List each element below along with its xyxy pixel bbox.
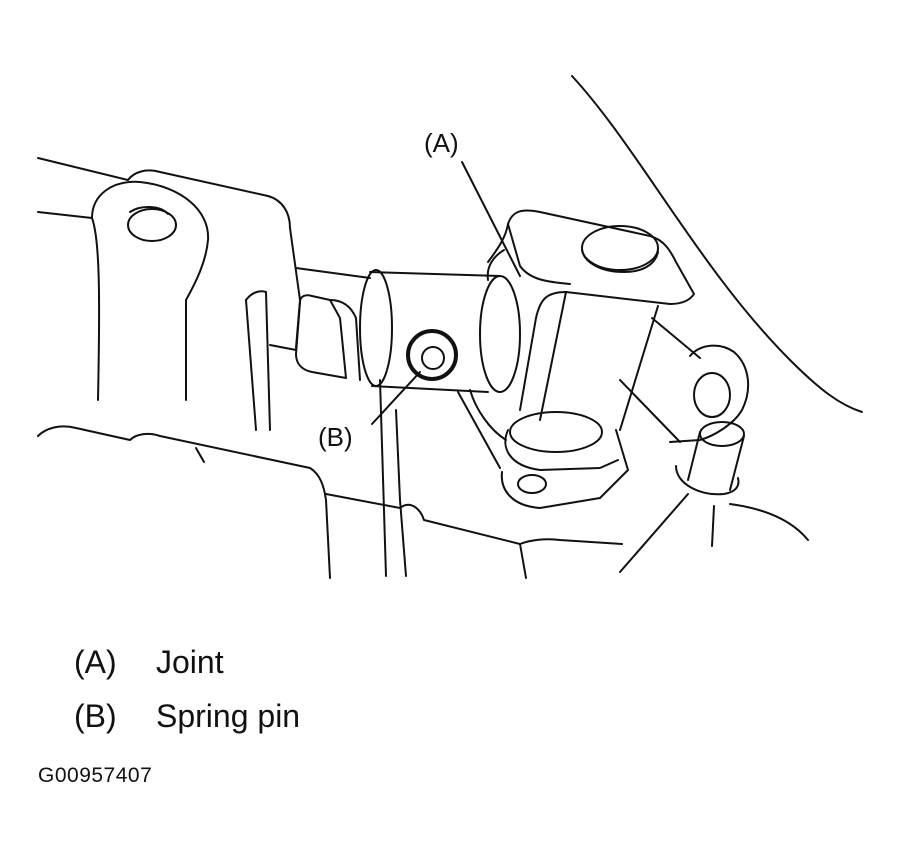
legend: (A) Joint (B) Spring pin (74, 644, 674, 752)
housing-boss-hole (127, 208, 177, 242)
legend-description: Joint (156, 644, 224, 680)
flange-hole (517, 474, 547, 494)
joint-lower-body (539, 291, 659, 431)
joint-spring-pin-illustration: (A) (B) (37, 75, 863, 579)
housing-top-edge (37, 157, 291, 229)
sleeve-right-end (479, 275, 521, 393)
callout-label-b: (B) (318, 422, 353, 452)
callout-label-a: (A) (424, 128, 459, 158)
sleeve-cylinder (369, 271, 501, 393)
legend-row-joint: (A) Joint (74, 644, 674, 698)
housing-left-side (37, 211, 93, 219)
legend-description: Spring pin (156, 698, 301, 734)
flange (500, 429, 629, 509)
housing-boss-body (91, 217, 101, 401)
figure-code: G00957407 (38, 764, 153, 787)
joint-cap (581, 225, 659, 271)
spring-pin (406, 329, 458, 381)
spring-pin-hole (421, 346, 445, 370)
legend-key: (A) (74, 644, 117, 680)
right-bolt (687, 431, 745, 491)
lower-housing (37, 425, 331, 579)
housing-contour-right (571, 75, 863, 413)
legend-key: (B) (74, 698, 117, 734)
housing-step (245, 227, 301, 431)
right-boss (669, 344, 750, 443)
leader-line-b (371, 371, 421, 425)
sleeve-left-end (359, 269, 393, 387)
shaft-left (269, 267, 371, 351)
shaft-collar (295, 294, 347, 379)
leader-line-a (461, 161, 521, 277)
housing-boss (91, 180, 210, 401)
legend-row-spring-pin: (B) Spring pin (74, 698, 674, 752)
